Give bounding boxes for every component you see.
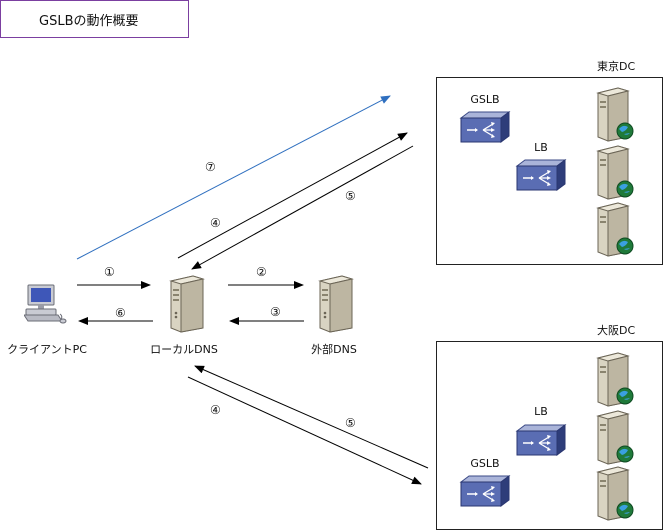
web-server-icon	[596, 87, 634, 142]
arrow-step-5-osaka	[187, 376, 422, 485]
arrow-step-7	[76, 95, 391, 260]
load-balancer-switch-icon	[515, 424, 567, 456]
arrow-step-4-osaka	[194, 365, 429, 469]
step-5-osaka-label: ⑤	[345, 416, 356, 430]
step-4-tokyo-label: ④	[210, 216, 221, 230]
local-dns-label: ローカルDNS	[150, 343, 218, 356]
step-4-osaka-label: ④	[210, 403, 221, 417]
tokyo-dc-label: 東京DC	[597, 60, 636, 73]
arrow-step-5-tokyo	[191, 145, 414, 270]
load-balancer-switch-icon	[459, 111, 511, 143]
external-dns-server-icon	[318, 275, 354, 333]
step-3-label: ③	[270, 305, 281, 319]
arrow-step-4-tokyo	[177, 132, 408, 259]
osaka-dc-label: 大阪DC	[597, 324, 636, 337]
web-server-icon	[596, 352, 634, 407]
local-dns-server-icon	[169, 275, 205, 333]
client-pc-label: クライアントPC	[7, 343, 87, 356]
step-7-label: ⑦	[205, 160, 216, 174]
osaka-lb-label: LB	[534, 405, 548, 418]
external-dns-label: 外部DNS	[311, 343, 357, 356]
step-2-label: ②	[256, 265, 267, 279]
step-1-label: ①	[104, 265, 115, 279]
web-server-icon	[596, 466, 634, 521]
web-server-icon	[596, 410, 634, 465]
step-5-tokyo-label: ⑤	[345, 189, 356, 203]
osaka-gslb-label: GSLB	[470, 457, 500, 470]
diagram-title: GSLBの動作概要	[39, 13, 139, 29]
web-server-icon	[596, 202, 634, 257]
load-balancer-switch-icon	[459, 475, 511, 507]
tokyo-lb-label: LB	[534, 141, 548, 154]
step-6-label: ⑥	[115, 306, 126, 320]
web-server-icon	[596, 145, 634, 200]
desktop-pc-icon	[24, 284, 67, 324]
load-balancer-switch-icon	[515, 159, 567, 191]
diagram-title-box: GSLBの動作概要	[0, 0, 189, 38]
tokyo-gslb-label: GSLB	[470, 93, 500, 106]
